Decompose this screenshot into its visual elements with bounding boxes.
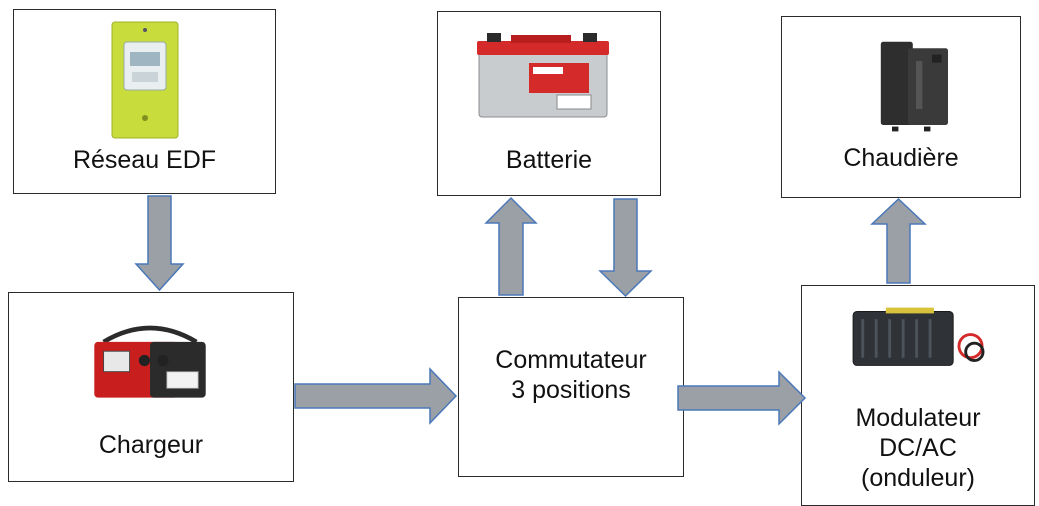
arrow-batterie-to-commutateur [598, 198, 653, 298]
node-chaudiere: Chaudière [781, 16, 1021, 198]
node-reseau-edf: Réseau EDF [13, 9, 276, 194]
node-label: Modulateur DC/AC (onduleur) [855, 404, 981, 492]
node-modulateur: Modulateur DC/AC (onduleur) [801, 285, 1035, 506]
node-label: Chargeur [98, 431, 204, 459]
car-battery-icon [477, 33, 609, 118]
arrow-edf-to-chargeur [134, 195, 185, 292]
node-label: Commutateur 3 positions [495, 346, 647, 404]
arrow-modulateur-to-chaudiere [870, 197, 927, 284]
node-label: Réseau EDF [72, 146, 217, 174]
inverter-icon [852, 307, 985, 366]
node-label: Chaudière [843, 144, 959, 172]
node-chargeur: Chargeur [8, 292, 294, 482]
electric-meter-icon [111, 21, 179, 139]
arrow-commutateur-to-batterie [484, 196, 538, 296]
arrow-chargeur-to-commutateur [294, 367, 458, 425]
arrow-commutateur-to-modulateur [677, 370, 807, 426]
boiler-icon [880, 41, 948, 132]
node-batterie: Batterie [437, 11, 661, 196]
node-label: Batterie [505, 146, 593, 174]
battery-charger-icon [94, 325, 206, 398]
